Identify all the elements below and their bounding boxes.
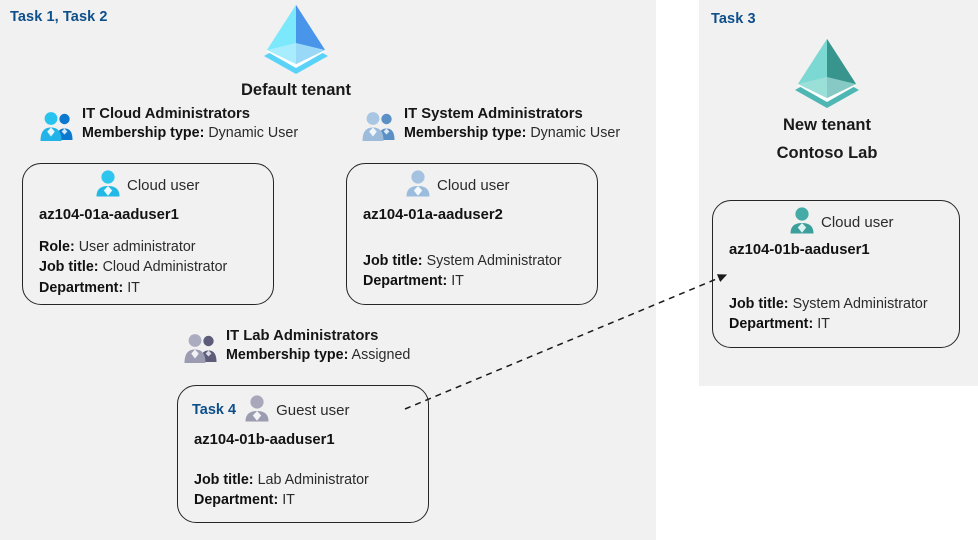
attr-row: Job title: System Administrator bbox=[729, 294, 959, 314]
default-tenant-panel bbox=[0, 0, 656, 540]
azure-ad-pyramid-icon bbox=[264, 5, 328, 74]
attr-value: System Administrator bbox=[792, 296, 928, 312]
user-type-label: Cloud user bbox=[437, 176, 510, 194]
attr-value: System Administrator bbox=[426, 253, 562, 269]
task-label-right: Task 3 bbox=[711, 11, 756, 27]
attr-value: IT bbox=[282, 492, 295, 509]
task-label-left: Task 1, Task 2 bbox=[10, 9, 108, 25]
user-principal-name: az104-01a-aaduser1 bbox=[39, 207, 179, 223]
group-it-lab-administrators: IT Lab Administrators Membership type: A… bbox=[182, 328, 410, 369]
attr-value: User administrator bbox=[78, 239, 196, 255]
attr-label: Department: bbox=[39, 279, 124, 296]
attr-label: Job title: bbox=[729, 296, 789, 312]
group-name: IT Cloud Administrators bbox=[82, 106, 250, 122]
attr-row: Job title: System Administrator bbox=[363, 251, 597, 271]
attr-row: Job title: Lab Administrator bbox=[194, 470, 428, 490]
user-type-label: Cloud user bbox=[821, 213, 894, 231]
default-tenant-block: Default tenant bbox=[198, 2, 394, 101]
group-users-icon bbox=[182, 332, 220, 369]
new-tenant-title-line2: Contoso Lab bbox=[776, 144, 878, 163]
group-membership: Membership type: Dynamic User bbox=[82, 123, 298, 144]
group-users-icon bbox=[360, 110, 398, 147]
user-card-aaduser1b: Cloud user az104-01b-aaduser1 Job title:… bbox=[712, 200, 960, 348]
azure-ad-pyramid-icon bbox=[795, 39, 859, 108]
group-it-system-administrators: IT System Administrators Membership type… bbox=[360, 106, 620, 147]
membership-label: Membership type: bbox=[226, 347, 349, 364]
attr-row: Role: User administrator bbox=[39, 237, 273, 257]
attr-value: IT bbox=[127, 279, 140, 296]
group-name: IT Lab Administrators bbox=[226, 328, 379, 344]
attr-value: Cloud Administrator bbox=[102, 259, 228, 276]
user-principal-name: az104-01b-aaduser1 bbox=[729, 242, 870, 258]
attr-label: Department: bbox=[194, 492, 279, 509]
user-card-aaduser1: Cloud user az104-01a-aaduser1 Role: User… bbox=[22, 163, 274, 305]
user-card-guestuser: Task 4 Guest user az104-01b-aaduser1 Job… bbox=[177, 385, 429, 523]
attr-label: Job title: bbox=[363, 253, 423, 269]
user-principal-name: az104-01a-aaduser2 bbox=[363, 207, 503, 223]
attr-label: Role: bbox=[39, 239, 75, 255]
default-tenant-title: Default tenant bbox=[240, 81, 351, 99]
attr-label: Job title: bbox=[39, 259, 99, 276]
group-users-icon bbox=[38, 110, 76, 147]
group-it-cloud-administrators: IT Cloud Administrators Membership type:… bbox=[38, 106, 298, 147]
new-tenant-title-line1: New tenant bbox=[782, 116, 871, 134]
attr-label: Job title: bbox=[194, 472, 254, 488]
group-membership: Membership type: Dynamic User bbox=[404, 123, 620, 144]
new-tenant-block: New tenant Contoso Lab bbox=[729, 36, 925, 164]
card-header: Cloud user bbox=[347, 169, 597, 202]
attr-label: Department: bbox=[729, 316, 814, 333]
user-attributes: Job title: System Administrator Departme… bbox=[729, 294, 959, 335]
card-header: Task 4 Guest user bbox=[192, 394, 428, 427]
attr-row: Job title: Cloud Administrator bbox=[39, 257, 273, 277]
user-attributes: Role: User administrator Job title: Clou… bbox=[39, 237, 273, 298]
user-type-label: Guest user bbox=[276, 401, 350, 419]
attr-row: Department: IT bbox=[363, 271, 597, 291]
guest-user-icon bbox=[244, 394, 270, 427]
attr-row: Department: IT bbox=[729, 314, 959, 334]
cloud-user-icon bbox=[789, 206, 815, 239]
membership-label: Membership type: bbox=[82, 125, 205, 142]
cloud-user-icon bbox=[405, 169, 431, 202]
card-header: Cloud user bbox=[23, 169, 273, 202]
user-principal-name: az104-01b-aaduser1 bbox=[194, 432, 335, 448]
user-attributes: Job title: System Administrator Departme… bbox=[363, 251, 597, 292]
attr-value: IT bbox=[817, 316, 830, 333]
membership-value: Assigned bbox=[351, 347, 411, 364]
user-attributes: Job title: Lab Administrator Department:… bbox=[194, 470, 428, 511]
attr-label: Department: bbox=[363, 273, 448, 290]
cloud-user-icon bbox=[95, 169, 121, 202]
card-header: Cloud user bbox=[713, 206, 959, 239]
attr-row: Department: IT bbox=[194, 490, 428, 510]
membership-value: Dynamic User bbox=[208, 125, 299, 142]
user-type-label: Cloud user bbox=[127, 176, 200, 194]
user-card-aaduser2: Cloud user az104-01a-aaduser2 Job title:… bbox=[346, 163, 598, 305]
task-label-card: Task 4 bbox=[192, 402, 237, 418]
membership-label: Membership type: bbox=[404, 125, 527, 142]
group-name: IT System Administrators bbox=[404, 106, 583, 122]
membership-value: Dynamic User bbox=[530, 125, 621, 142]
attr-row: Department: IT bbox=[39, 278, 273, 298]
attr-value: Lab Administrator bbox=[257, 472, 369, 488]
attr-value: IT bbox=[451, 273, 464, 290]
group-membership: Membership type: Assigned bbox=[226, 345, 410, 366]
